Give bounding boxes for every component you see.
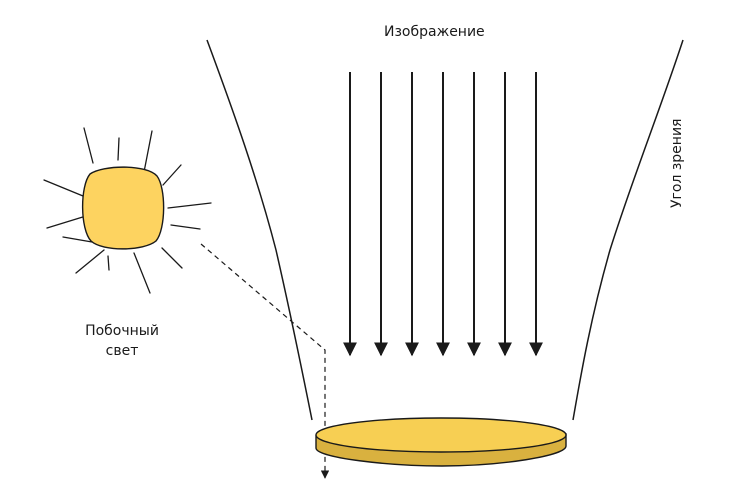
- lens-disk: [315, 417, 567, 467]
- image-rays: [343, 72, 543, 357]
- stray-light-label-line2: свет: [105, 343, 139, 359]
- sun-icon: [43, 127, 212, 294]
- view-angle-label-box: Угол зрения: [667, 98, 687, 208]
- stray-light-ray: [200, 243, 330, 479]
- view-angle-right-line: [572, 39, 684, 421]
- view-angle-left-line: [206, 39, 313, 421]
- image-label: Изображение: [384, 24, 485, 40]
- view-angle-label: Угол зрения: [669, 118, 685, 208]
- stray-light-label-line1: Побочный: [85, 323, 159, 339]
- stray-light-label: Побочный свет: [74, 321, 170, 361]
